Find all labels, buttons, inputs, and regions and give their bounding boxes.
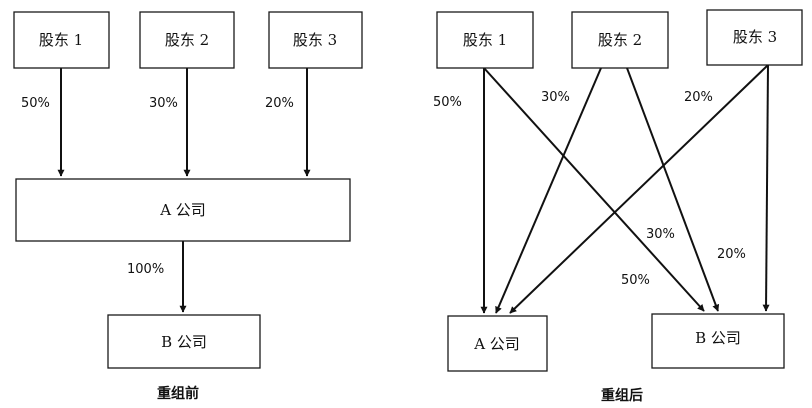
node-after-company-b: B 公司 [651,313,785,369]
edge-label-after-s2-b: 30% [646,227,675,242]
node-label: 股东 1 [463,31,507,49]
node-after-shareholder-2: 股东 2 [571,11,669,69]
node-before-shareholder-1: 股东 1 [13,11,110,69]
caption-before: 重组前 [157,385,199,402]
edge-label-before-s1-a: 50% [21,96,50,111]
edge-label-before-a-b: 100% [127,262,164,277]
edge-label-before-s2-a: 30% [149,96,178,111]
edge-label-after-s1-a: 50% [433,95,462,110]
node-before-company-b: B 公司 [107,314,261,369]
node-before-shareholder-3: 股东 3 [268,11,363,69]
node-label: B 公司 [695,329,741,347]
node-after-shareholder-1: 股东 1 [436,11,534,69]
node-after-company-a: A 公司 [447,315,548,372]
node-after-shareholder-3: 股东 3 [706,9,803,66]
node-label: 股东 2 [165,31,209,49]
edge-label-after-s3-a: 20% [684,90,713,105]
node-label: 股东 1 [39,31,83,49]
edge-after-s2-to-a [495,67,602,314]
node-before-shareholder-2: 股东 2 [139,11,235,69]
before-diagram: 股东 1 股东 2 股东 3 A 公司 B 公司 50% 30% 20% 100… [13,11,363,402]
edge-label-after-s1-b: 50% [621,273,650,288]
node-label: B 公司 [161,333,207,351]
edge-label-before-s3-a: 20% [265,96,294,111]
edge-after-s3-to-a [509,64,769,314]
after-diagram: 股东 1 股东 2 股东 3 A 公司 B 公司 50% 30% 20% 30%… [433,9,803,404]
node-label: A 公司 [473,335,520,353]
edge-after-s2-to-b [626,67,720,312]
edge-label-after-s3-b: 20% [717,247,746,262]
node-label: 股东 3 [733,28,777,46]
edge-label-after-s2-a: 30% [541,90,570,105]
node-before-company-a: A 公司 [15,178,351,242]
node-label: 股东 2 [598,31,642,49]
node-label: 股东 3 [293,31,337,49]
edge-after-s3-to-b [762,64,770,312]
node-label: A 公司 [159,201,206,219]
edge-after-s1-to-b [483,67,705,312]
caption-after: 重组后 [601,387,643,404]
